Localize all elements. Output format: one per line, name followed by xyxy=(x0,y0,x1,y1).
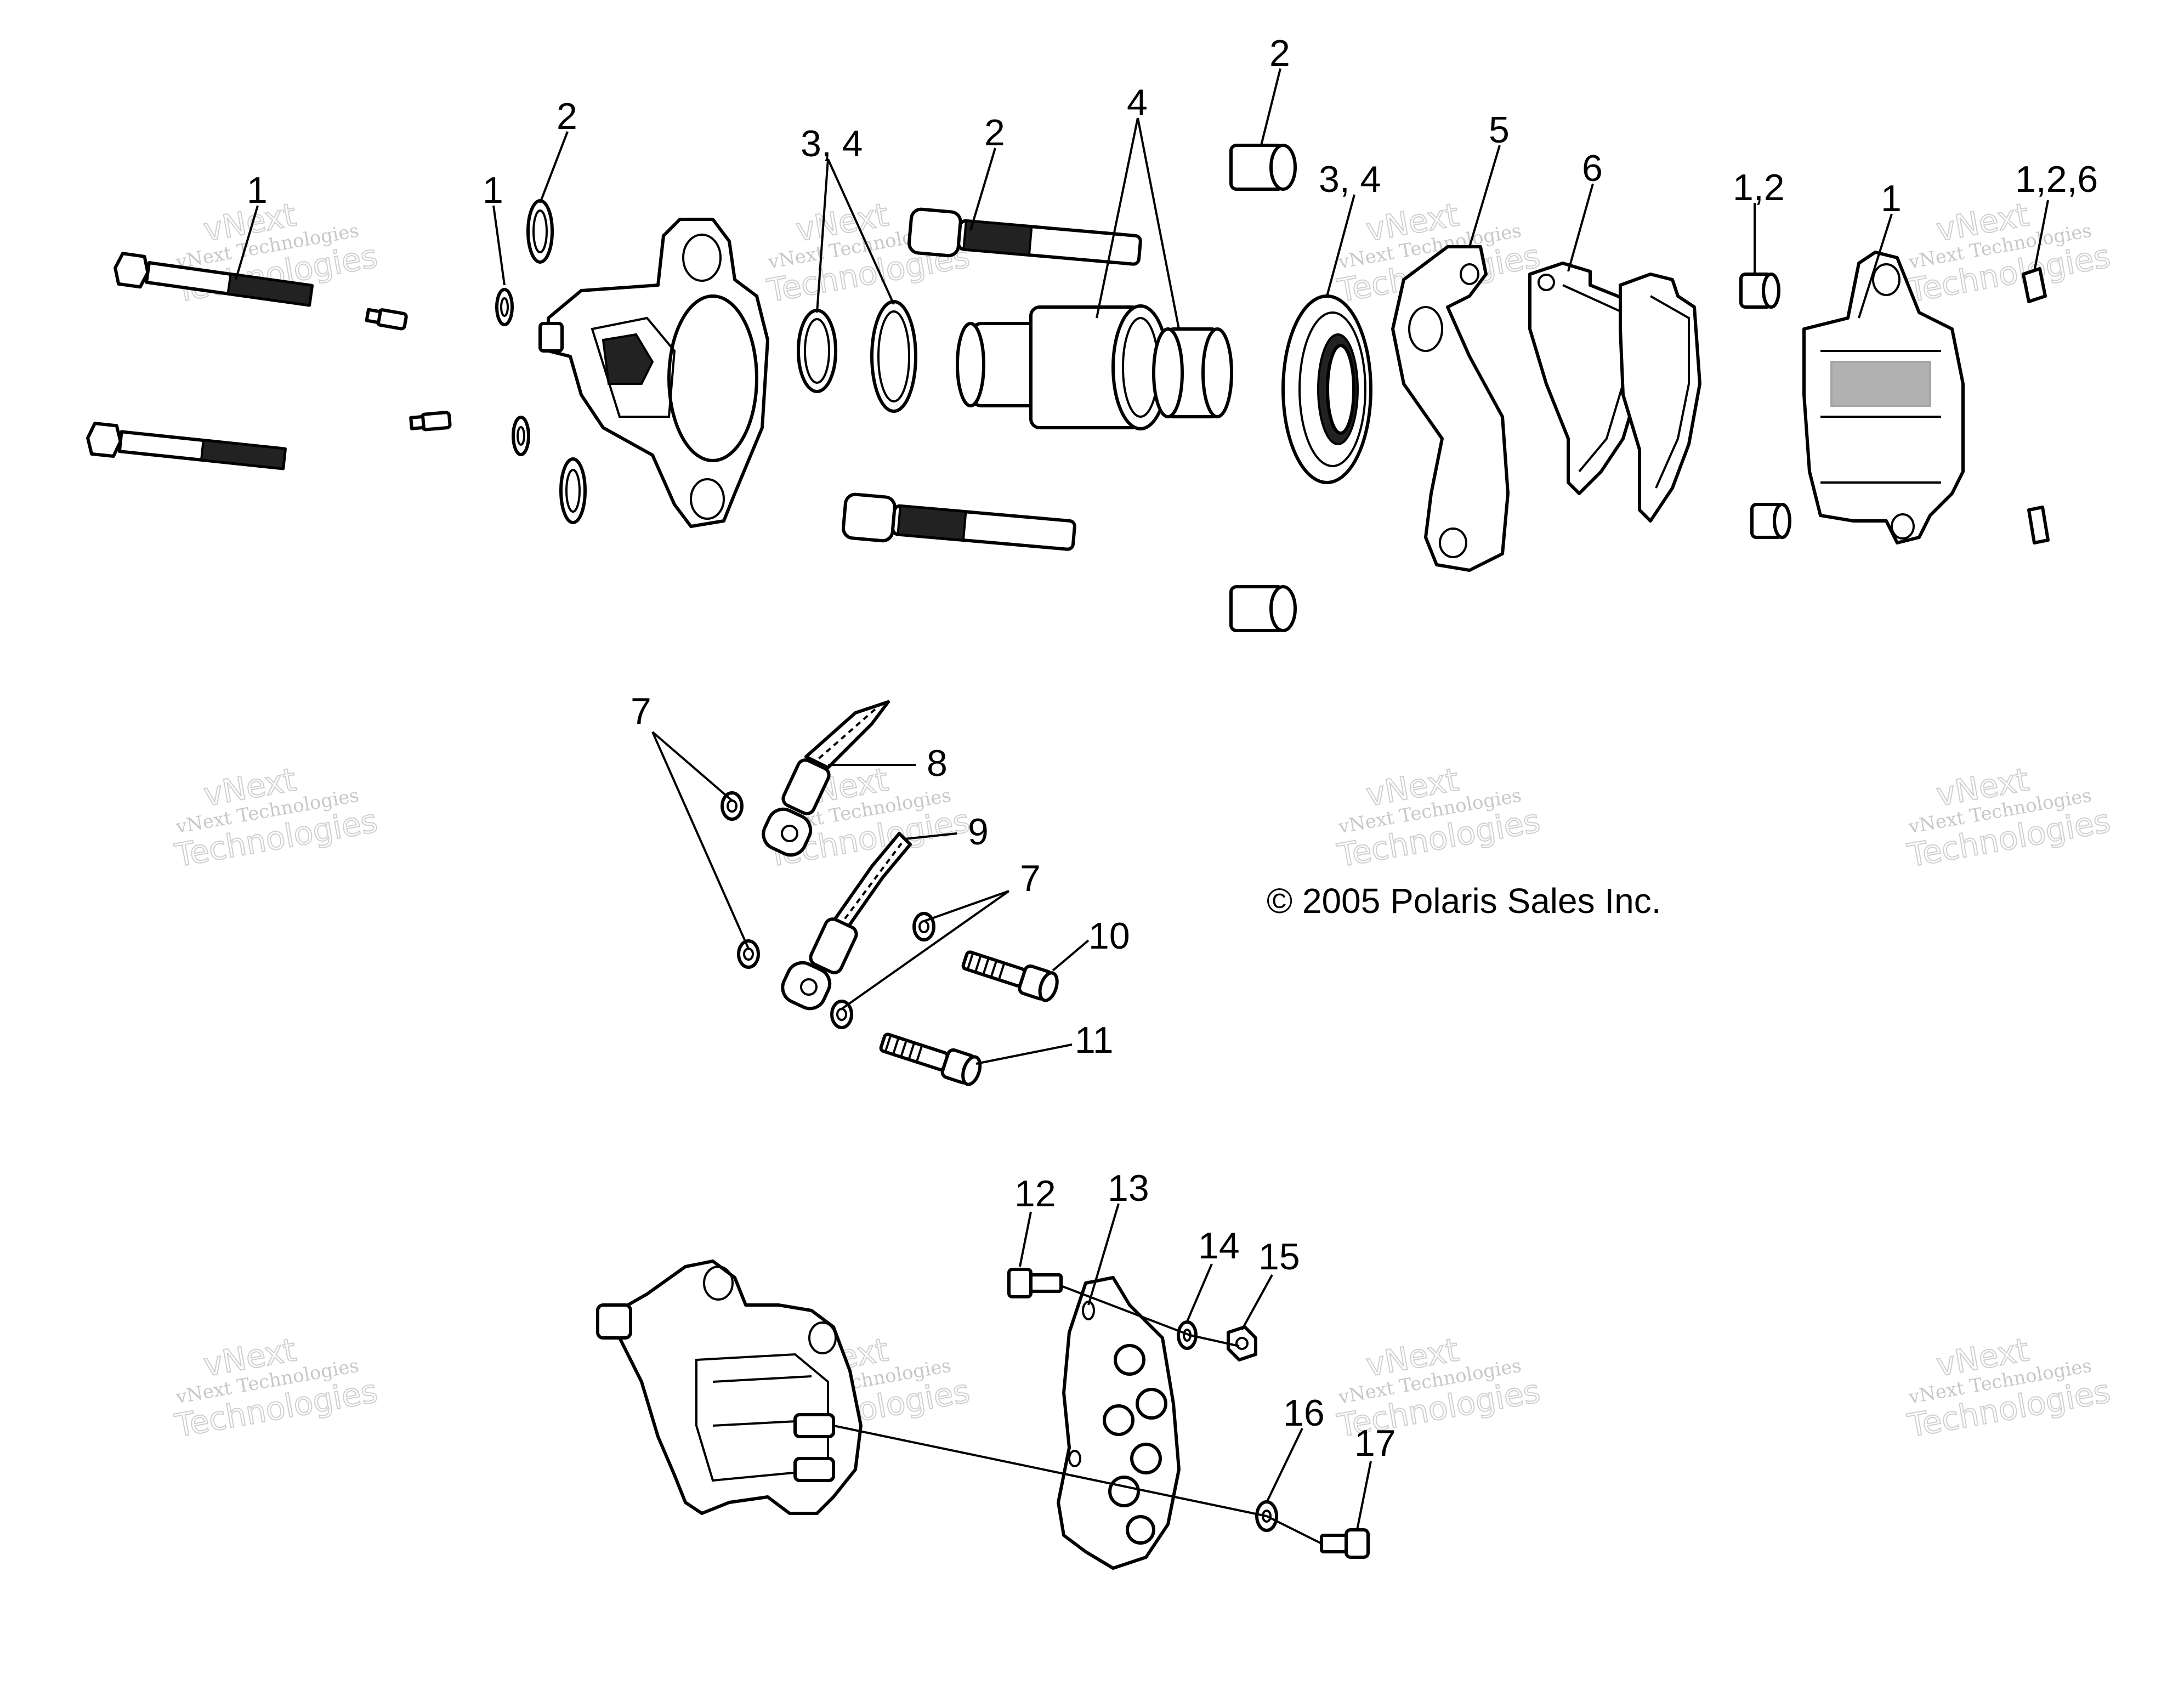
callout-7-washers-right: 7 xyxy=(1020,858,1041,899)
long-bolt-lower xyxy=(86,422,287,470)
caliper-outer-half xyxy=(1802,251,1965,544)
piston-assembly xyxy=(956,304,1170,430)
slide-pin-upper xyxy=(907,207,1142,266)
banjo-bolt-lower xyxy=(879,1032,982,1086)
assembled-caliper xyxy=(596,1260,863,1515)
mounting-plate xyxy=(1057,1276,1181,1570)
alignment-line-upper xyxy=(1060,1285,1240,1347)
watermark: vNext vNext Technologies Technologies xyxy=(1904,1330,2114,1445)
callout-4-piston: 4 xyxy=(1127,82,1148,123)
brake-line-assembly xyxy=(721,700,935,1029)
callout-3-4-seals: 3, 4 xyxy=(801,123,863,164)
callout-1-washer: 1 xyxy=(483,169,503,211)
banjo-bolt-upper xyxy=(961,950,1059,1002)
copyright-text: © 2005 Polaris Sales Inc. xyxy=(1267,881,1661,921)
bushing-upper xyxy=(1229,144,1297,191)
callout-2-pin: 2 xyxy=(984,112,1005,154)
oring-lower xyxy=(559,457,587,524)
bushing-lower xyxy=(1229,585,1297,632)
callout-3-4-boot: 3, 4 xyxy=(1319,158,1381,200)
piston-cup xyxy=(1152,327,1233,418)
callout-1-2-6-clip: 1,2,6 xyxy=(2015,158,2098,200)
callout-13-plate: 13 xyxy=(1108,1167,1149,1209)
watermark: vNext vNext Technologies Technologies xyxy=(1904,195,2114,310)
small-washer-lower xyxy=(512,416,530,456)
small-washer-upper xyxy=(495,288,514,326)
alignment-line-lower xyxy=(833,1425,1322,1545)
caliper-body xyxy=(538,218,769,528)
watermark: vNext vNext Technologies Technologies xyxy=(1334,760,1544,875)
pad-pin-clip xyxy=(2022,267,2050,544)
callout-10-banjo-bolt: 10 xyxy=(1088,915,1130,957)
small-bushing-upper xyxy=(1739,273,1780,309)
callout-2-oring: 2 xyxy=(557,95,577,137)
long-bolt-upper xyxy=(114,252,314,307)
callout-8-hose: 8 xyxy=(927,742,948,784)
slide-pin-lower xyxy=(842,492,1076,551)
callout-15-nut: 15 xyxy=(1258,1236,1300,1278)
piston-seal-large xyxy=(870,300,917,413)
brake-pad-inner xyxy=(1528,262,1641,495)
callout-7-washers-left: 7 xyxy=(631,690,651,732)
watermark: vNext vNext Technologies Technologies xyxy=(1904,760,2114,875)
caliper-bracket xyxy=(1391,245,1510,572)
leader-lines xyxy=(235,68,2049,1530)
callout-14-washer: 14 xyxy=(1198,1225,1240,1267)
callout-12-bolt: 12 xyxy=(1014,1173,1056,1215)
callout-2-bushing: 2 xyxy=(1269,32,1290,74)
callout-16-washer: 16 xyxy=(1283,1392,1325,1434)
bolt-17 xyxy=(1320,1528,1370,1559)
bleeder-screw-lower xyxy=(409,411,452,432)
nut-15 xyxy=(1227,1325,1257,1361)
dust-boot xyxy=(1281,294,1372,484)
callout-1-outer-half: 1 xyxy=(1881,178,1902,219)
small-bushing-lower xyxy=(1750,503,1791,539)
watermark: vNext vNext Technologies Technologies xyxy=(172,1330,381,1445)
callouts: 1 1 2 3, 4 2 4 2 3, 4 5 6 1,2 1 1,2,6 7 … xyxy=(247,32,2098,1464)
callout-17-bolt: 17 xyxy=(1354,1422,1396,1464)
callout-6-pads: 6 xyxy=(1582,147,1603,189)
callout-1-2-bushing: 1,2 xyxy=(1733,167,1785,208)
brake-pad-outer xyxy=(1619,273,1701,523)
callout-11-banjo-bolt: 11 xyxy=(1075,1019,1114,1061)
bleeder-screw-upper xyxy=(365,308,408,331)
callout-9-hose: 9 xyxy=(968,811,989,853)
callout-1-left-bolt: 1 xyxy=(247,169,268,211)
watermark: vNext vNext Technologies Technologies xyxy=(172,760,381,875)
bolt-12 xyxy=(1007,1268,1063,1298)
callout-5-bracket: 5 xyxy=(1489,109,1510,151)
